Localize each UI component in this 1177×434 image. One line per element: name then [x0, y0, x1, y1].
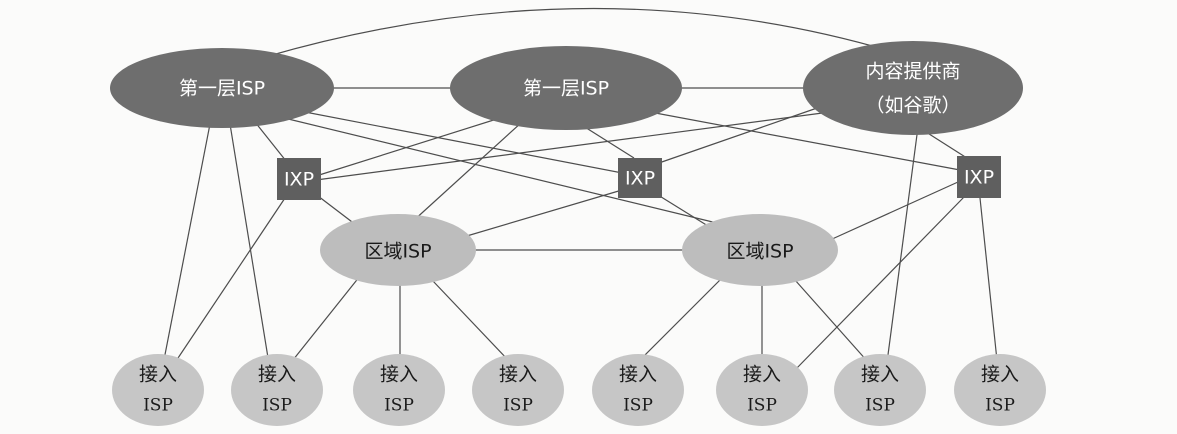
ixp-2-label: IXP	[625, 168, 655, 190]
regional-isp-2: 区域ISP	[682, 214, 838, 286]
access-isp-1: 接入 ISP	[112, 354, 204, 426]
tier1-isp-b: 第一层ISP	[450, 46, 682, 130]
content-provider: 内容提供商 （如谷歌）	[803, 41, 1023, 135]
access-isp-1-label-line1: 接入	[139, 364, 177, 386]
tier1-isp-b-shape	[450, 46, 682, 130]
link-tier1-b-regional1	[411, 121, 523, 223]
link-tier1-a-ixp2	[304, 111, 639, 177]
content-provider-label-line2: （如谷歌）	[865, 95, 960, 117]
tier1-isp-b-label: 第一层ISP	[523, 78, 609, 100]
access-isp-1-shape	[112, 354, 204, 426]
access-isp-7-label-line2: ISP	[865, 396, 895, 416]
link-content-ixp2	[655, 106, 821, 165]
link-ixp2-regional2	[657, 194, 709, 227]
links-layer	[161, 7, 999, 371]
ixp-3-shape	[957, 156, 1001, 198]
regional-isp-2-label: 区域ISP	[726, 241, 793, 263]
link-tier1-b-ixp1	[315, 117, 501, 177]
access-isp-8: 接入 ISP	[954, 354, 1046, 426]
link-tier1-b-ixp3	[649, 111, 961, 171]
access-isp-4: 接入 ISP	[472, 354, 564, 426]
access-isp-7: 接入 ISP	[834, 354, 926, 426]
access-isp-7-shape	[834, 354, 926, 426]
ixp-2-shape	[618, 158, 662, 198]
link-regional2-access5	[634, 279, 721, 366]
tier1-isp-a-shape	[110, 48, 334, 128]
link-regional1-access4	[431, 279, 511, 363]
ixp-3-label: IXP	[964, 167, 994, 189]
link-ixp3-access6	[794, 195, 966, 371]
link-tier1-a-access1	[161, 123, 211, 371]
access-isp-2-label-line2: ISP	[262, 396, 292, 416]
access-isp-4-shape	[472, 354, 564, 426]
content-provider-shape	[803, 41, 1023, 135]
access-isp-3-label-line2: ISP	[384, 396, 414, 416]
access-isp-2-shape	[231, 354, 323, 426]
content-provider-label-line1: 内容提供商	[865, 61, 960, 83]
link-content-ixp1	[315, 111, 831, 181]
access-isp-3-label-line1: 接入	[380, 364, 418, 386]
tier1-isp-a: 第一层ISP	[110, 48, 334, 128]
link-tier1-a-content-arc	[264, 7, 911, 58]
access-isp-6-label-line1: 接入	[743, 364, 781, 386]
ixp-1-shape	[277, 158, 321, 200]
access-isp-5-label-line1: 接入	[619, 364, 657, 386]
regional-isp-1: 区域ISP	[320, 214, 476, 286]
link-ixp3-regional2	[829, 181, 959, 241]
ixp-3: IXP	[957, 156, 1001, 198]
ixp-1: IXP	[277, 158, 321, 200]
access-isp-5-label-line2: ISP	[623, 396, 653, 416]
link-ixp2-regional1	[459, 189, 623, 239]
access-isp-6-label-line2: ISP	[747, 396, 777, 416]
access-isp-7-label-line1: 接入	[861, 364, 899, 386]
access-isp-6: 接入 ISP	[716, 354, 808, 426]
regional-isp-1-shape	[320, 214, 476, 286]
access-isp-3-shape	[353, 354, 445, 426]
link-tier1-a-regional2	[279, 116, 726, 226]
tier1-isp-a-label: 第一层ISP	[179, 78, 265, 100]
access-isp-2-label-line1: 接入	[258, 364, 296, 386]
access-isp-5: 接入 ISP	[592, 354, 684, 426]
link-regional1-access3	[284, 275, 361, 371]
access-isp-3: 接入 ISP	[353, 354, 445, 426]
access-isp-1-label-line2: ISP	[143, 396, 173, 416]
ixp-1-label: IXP	[284, 169, 314, 191]
link-regional2-access7	[794, 279, 869, 363]
access-isp-8-shape	[954, 354, 1046, 426]
access-isp-5-shape	[592, 354, 684, 426]
ixp-2: IXP	[618, 158, 662, 198]
link-tier1-a-access2	[229, 123, 271, 371]
link-content-access7	[885, 126, 919, 371]
regional-isp-2-shape	[682, 214, 838, 286]
access-isp-4-label-line2: ISP	[503, 396, 533, 416]
regional-isp-1-label: 区域ISP	[364, 241, 431, 263]
access-isp-4-label-line1: 接入	[499, 364, 537, 386]
access-isp-8-label-line2: ISP	[985, 396, 1015, 416]
access-isp-8-label-line1: 接入	[981, 364, 1019, 386]
access-isp-6-shape	[716, 354, 808, 426]
link-ixp1-access2	[169, 197, 286, 371]
link-ixp3-access8	[979, 197, 999, 371]
access-isp-2: 接入 ISP	[231, 354, 323, 426]
